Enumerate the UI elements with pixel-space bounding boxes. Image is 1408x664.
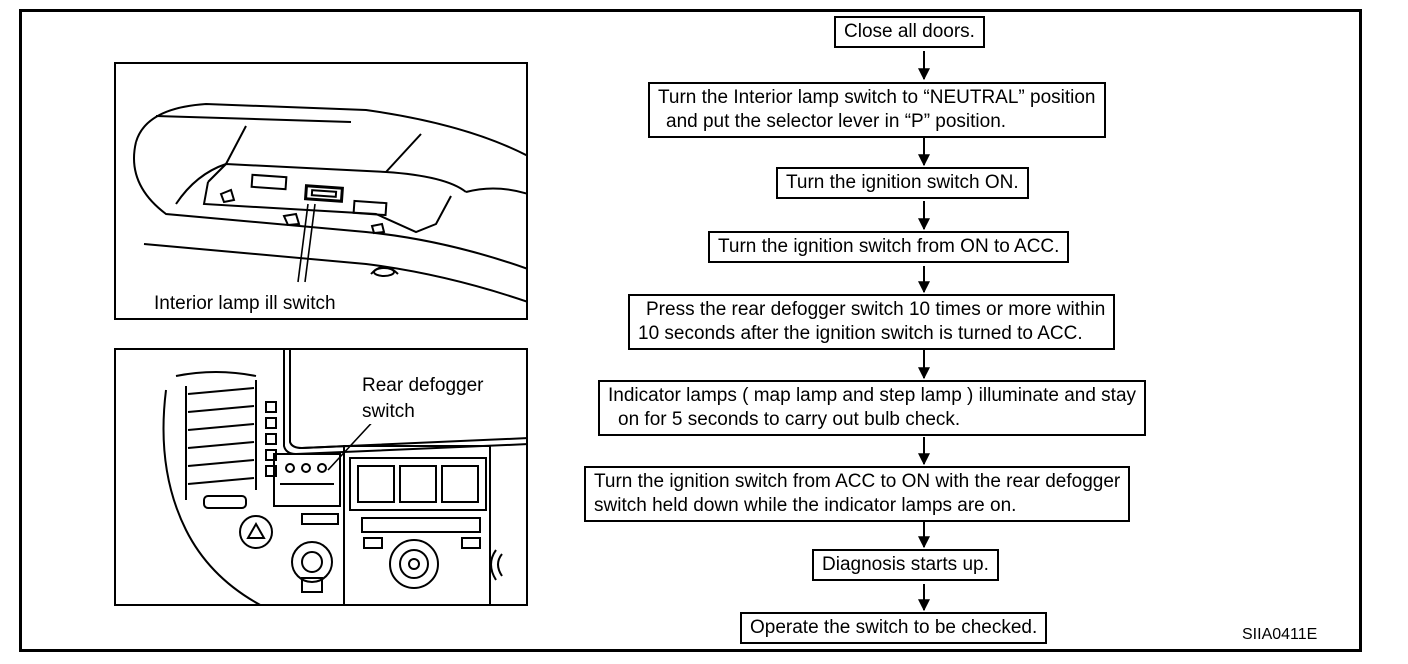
step-text: switch held down while the indicator lam… xyxy=(594,495,1017,516)
step-text: Press the rear defogger switch 10 times … xyxy=(646,299,1106,320)
step-press-rear-defogger: Press the rear defogger switch 10 times … xyxy=(628,294,1116,350)
step-text: Operate the switch to be checked. xyxy=(750,617,1038,638)
instrument-panel-illustration: Rear defogger switch xyxy=(114,348,528,606)
roof-console-illustration: Interior lamp ill switch xyxy=(114,62,528,320)
step-text: 10 seconds after the ignition switch is … xyxy=(638,323,1083,344)
step-indicator-lamps-check: Indicator lamps ( map lamp and step lamp… xyxy=(598,380,1147,436)
step-text: on for 5 seconds to carry out bulb check… xyxy=(618,409,961,430)
step-text: Turn the Interior lamp switch to “NEUTRA… xyxy=(658,87,1096,108)
step-text: Diagnosis starts up. xyxy=(822,554,989,575)
step-ignition-on: Turn the ignition switch ON. xyxy=(776,167,1029,199)
step-text: Turn the ignition switch ON. xyxy=(786,172,1019,193)
step-text: Turn the ignition switch from ACC to ON … xyxy=(594,471,1121,492)
step-text: Close all doors. xyxy=(844,21,975,42)
step-text: and put the selector lever in “P” positi… xyxy=(666,111,1007,132)
step-diagnosis-starts: Diagnosis starts up. xyxy=(812,549,999,581)
step-ignition-acc-to-on: Turn the ignition switch from ACC to ON … xyxy=(584,466,1131,522)
step-close-doors: Close all doors. xyxy=(834,16,985,48)
instrument-panel-drawing xyxy=(162,350,526,604)
rear-defogger-callout-line1: Rear defogger xyxy=(362,374,484,398)
figure-frame xyxy=(19,9,1362,652)
roof-console-drawing xyxy=(133,102,526,303)
interior-lamp-switch-callout: Interior lamp ill switch xyxy=(154,292,336,316)
step-interior-lamp-neutral: Turn the Interior lamp switch to “NEUTRA… xyxy=(648,82,1106,138)
step-text: Turn the ignition switch from ON to ACC. xyxy=(718,236,1060,257)
rear-defogger-callout-line2: switch xyxy=(362,400,415,424)
step-ignition-on-to-acc: Turn the ignition switch from ON to ACC. xyxy=(708,231,1070,263)
figure-code: SIIA0411E xyxy=(1242,626,1318,643)
step-text: Indicator lamps ( map lamp and step lamp… xyxy=(608,385,1137,406)
step-operate-switch: Operate the switch to be checked. xyxy=(740,612,1048,644)
